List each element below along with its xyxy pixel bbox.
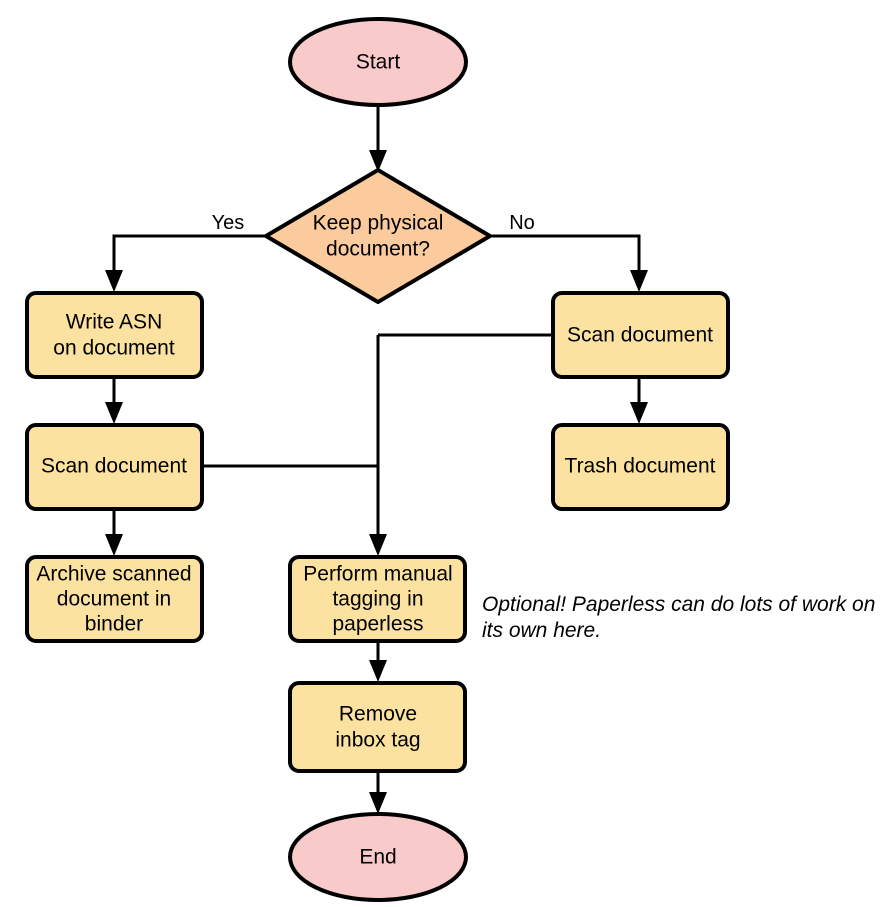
decision-label-line1: Keep physical [313, 212, 444, 235]
trash-label: Trash document [565, 455, 716, 478]
annotation-line2: its own here. [482, 619, 601, 642]
archive-box-shape [25, 555, 204, 643]
edge-remove-tag-to-end [369, 771, 387, 814]
edge-scan-right-to-trash [630, 377, 648, 424]
tagging-label-line1: Perform manual [303, 563, 452, 586]
scan-right-box-shape [551, 291, 730, 379]
edge-merge-spine-to-tagging [369, 335, 387, 556]
node-archive-scanned-document[interactable]: Archive scanned document in binder [25, 555, 204, 643]
edge-label-yes: Yes [212, 212, 245, 234]
node-remove-inbox-tag[interactable]: Remove inbox tag [288, 681, 467, 773]
trash-box-shape [551, 423, 730, 511]
node-end[interactable]: End [288, 812, 468, 902]
end-ellipse-shape [288, 812, 468, 902]
remove-tag-box-shape [288, 681, 467, 773]
remove-tag-label-line1: Remove [339, 703, 417, 726]
start-ellipse-shape [288, 17, 468, 107]
scan-right-label: Scan document [567, 324, 713, 347]
node-trash-document[interactable]: Trash document [551, 423, 730, 511]
scan-left-label: Scan document [41, 455, 187, 478]
annotation-line1: Optional! Paperless can do lots of work … [482, 593, 875, 616]
annotation-optional-paperless: Optional! Paperless can do lots of work … [482, 593, 875, 642]
node-decision-keep-physical-document[interactable]: Keep physical document? [264, 168, 492, 304]
edge-start-to-decision [369, 103, 387, 172]
node-start[interactable]: Start [288, 17, 468, 107]
tagging-label-line2: tagging in [332, 588, 423, 611]
write-asn-box-shape [25, 291, 204, 379]
archive-label-line1: Archive scanned [36, 563, 191, 586]
edge-scan-left-to-archive [105, 510, 123, 556]
write-asn-label-line2: on document [53, 337, 175, 360]
tagging-label-line3: paperless [332, 613, 423, 636]
decision-diamond-shape [264, 168, 492, 304]
tagging-box-shape [288, 555, 467, 643]
write-asn-label-line1: Write ASN [66, 311, 162, 334]
edge-tagging-to-remove-tag [369, 641, 387, 682]
node-write-asn-on-document[interactable]: Write ASN on document [25, 291, 204, 379]
node-scan-document-right[interactable]: Scan document [551, 291, 730, 379]
end-label: End [359, 846, 396, 869]
archive-label-line2: document in [57, 588, 171, 611]
edge-decision-to-scan-right [490, 234, 648, 292]
edge-label-no: No [509, 212, 535, 234]
scan-left-box-shape [25, 423, 204, 511]
start-label: Start [356, 51, 401, 74]
edge-write-asn-to-scan-left [105, 377, 123, 424]
archive-label-line3: binder [85, 613, 143, 636]
decision-label-line2: document? [326, 238, 430, 261]
edge-decision-to-write-asn [105, 234, 266, 292]
node-scan-document-left[interactable]: Scan document [25, 423, 204, 511]
node-perform-manual-tagging[interactable]: Perform manual tagging in paperless [288, 555, 467, 643]
remove-tag-label-line2: inbox tag [335, 729, 420, 752]
